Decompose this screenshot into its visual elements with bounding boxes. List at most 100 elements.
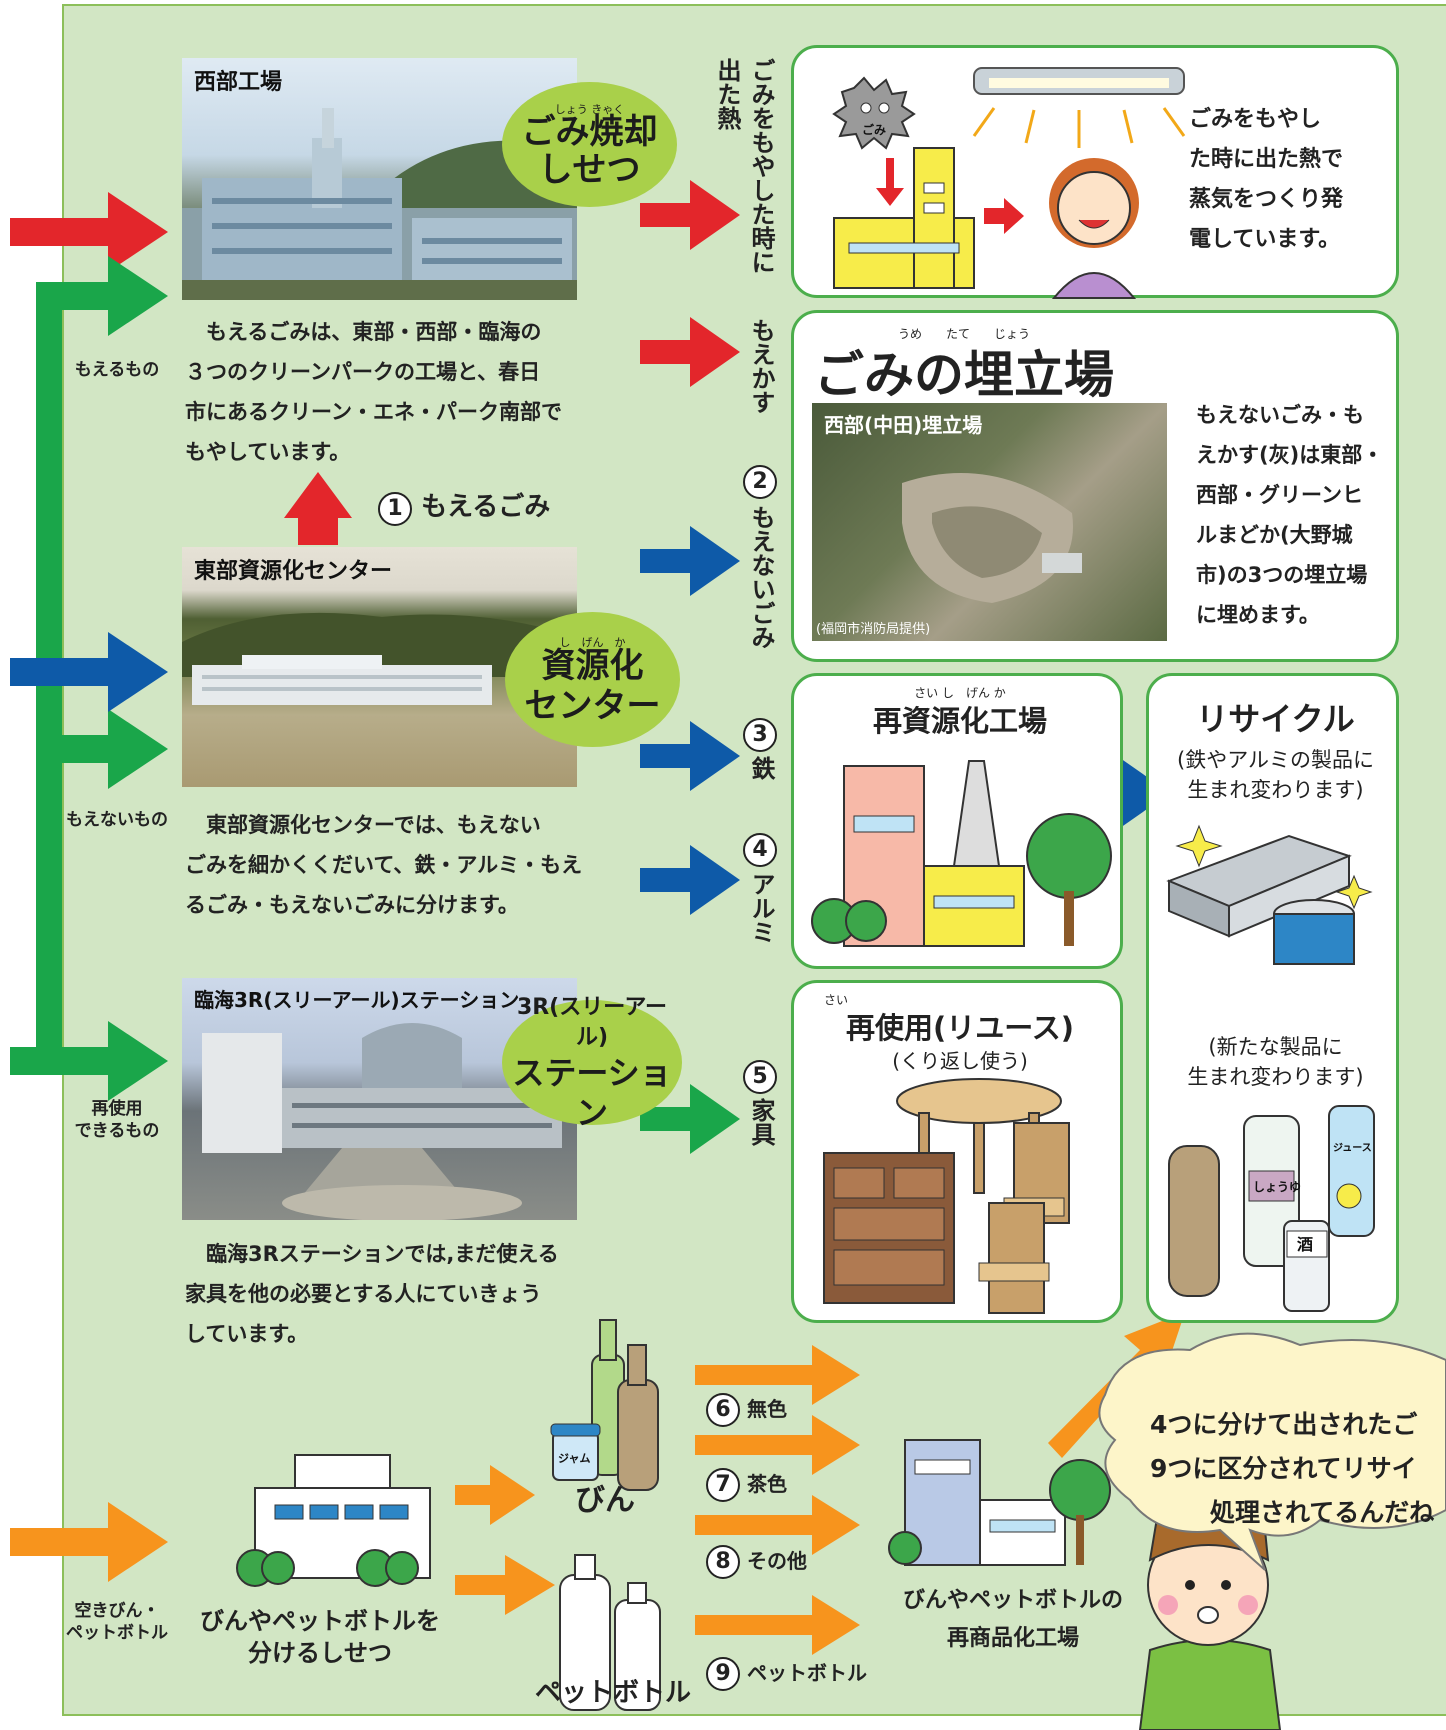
power-text-line: 蒸気をつくり発 [1189, 187, 1344, 212]
flow-1-text: もえるごみ [421, 492, 551, 522]
factory-label-line: びんやペットボトルの [902, 1588, 1123, 1613]
landfill-text-line: ルまどか(大野城 [1196, 523, 1353, 547]
rinkai-caption: 臨海3R(スリーアール)ステーション [194, 988, 520, 1012]
green-arrow-furn [640, 1084, 740, 1154]
circle-number: 5 [743, 1060, 777, 1094]
landfill-box: うめ たて じょう ごみの埋立場 西部(中田)埋立場 (福岡市消防局提供) もえ… [791, 310, 1399, 662]
oval-incinerator: しょう きゃく ごみ焼却 しせつ [502, 82, 677, 207]
sorter-label: びんやペットボトルを 分けるしせつ [185, 1605, 455, 1669]
orange-arrow-6 [695, 1345, 860, 1405]
circle-number: 1 [378, 492, 412, 526]
flow-1-label: 1 もえるごみ [378, 486, 550, 526]
gomi-label: ごみ [862, 122, 886, 137]
landfill-text-line: えかす(灰)は東部・ [1196, 443, 1384, 467]
flow-6: 6 無色 [706, 1393, 787, 1427]
num-3: 3 [743, 718, 777, 752]
red-arrow-heat [640, 180, 740, 250]
landfill-text-line: 西部・グリーンヒ [1196, 483, 1363, 507]
jam-label: ジャム [558, 1452, 590, 1465]
red-arrow-up [284, 472, 352, 545]
shoyu-label: しょうゆ [1253, 1180, 1301, 1194]
orange-arrow-8 [695, 1495, 860, 1555]
green-arrow-nonburn [36, 709, 168, 789]
seibu-text-line: 市にあるクリーン・エネ・パーク南部で [185, 400, 562, 424]
tobu-text: 東部資源化センターでは、もえない ごみを細かくくだいて、鉄・アルミ・もえ るごみ… [185, 805, 605, 925]
rinkai-text: 臨海3Rステーションでは,まだ使える 家具を他の必要とする人にていきょう してい… [185, 1234, 605, 1354]
circle-number: 2 [743, 465, 777, 499]
sake-label: 酒 [1297, 1235, 1313, 1254]
power-box: ごみ ごみをもやし た時に出た熱で 蒸気をつくり発 電しています。 [791, 45, 1399, 299]
vlabel-ash: もえかす [747, 318, 775, 414]
vlabel-iron: 鉄 [747, 756, 775, 780]
landfill-title: ごみの埋立場 [814, 346, 1114, 404]
reresource-illustration [811, 760, 1112, 947]
reuse-illustration [823, 1078, 1070, 1314]
sorter-label-line: びんやペットボトルを [200, 1607, 440, 1635]
blue-arrow-in [10, 632, 168, 712]
green-arrow-burn [36, 256, 168, 336]
power-text-line: ごみをもやし [1189, 107, 1322, 132]
factory-label-line: 再商品化工場 [946, 1626, 1079, 1651]
oval-incinerator-line2: しせつ [538, 149, 641, 190]
circle-number: 7 [706, 1468, 740, 1502]
flow-7: 7 茶色 [706, 1468, 787, 1502]
orange-arrow-a [455, 1465, 535, 1525]
circle-number: 9 [706, 1657, 740, 1691]
oval-resource-line2: センター [524, 685, 661, 726]
flow-8: 8 その他 [706, 1545, 807, 1579]
vlabel-alu: アルミ [747, 872, 775, 944]
reuse-title: 再使用(リユース) [845, 1011, 1075, 1045]
circle-number: 8 [706, 1545, 740, 1579]
reresource-title: 再資源化工場 [872, 704, 1047, 738]
reresource-box: さい し げん か 再資源化工場 [791, 673, 1123, 969]
oval-resource: し げん か 資源化 センター [505, 612, 680, 747]
seibu-text-line: もえるごみは、東部・西部・臨海の [185, 320, 542, 344]
label-bottles: 空きびん・ ペットボトル [66, 1601, 168, 1643]
landfill-credit: (福岡市消防局提供) [816, 622, 931, 637]
seibu-text-line: もやしています。 [185, 440, 351, 464]
recycle-sub2: 生まれ変わります) [1187, 778, 1364, 802]
rinkai-text-line: 臨海3Rステーションでは,まだ使える [185, 1242, 559, 1266]
blue-arrow-alu [640, 845, 740, 915]
recycle-title: リサイクル [1196, 700, 1355, 738]
reresource-ruby: さい し げん か [914, 686, 1006, 700]
oval-resource-line1: 資源化 [541, 645, 644, 686]
recycle-sub4: 生まれ変わります) [1187, 1065, 1364, 1089]
circle-number: 6 [706, 1393, 740, 1427]
rinkai-photo: 臨海3R(スリーアール)ステーション [182, 978, 577, 1220]
seibu-caption: 西部工場 [194, 70, 283, 95]
landfill-photo: 西部(中田)埋立場 (福岡市消防局提供) [812, 403, 1167, 641]
flow-8-text: その他 [746, 1549, 807, 1573]
landfill-ruby: うめ たて じょう [897, 327, 1030, 341]
recycle-illustration: しょうゆ ジュース 酒 [1166, 824, 1375, 1312]
power-text: ごみをもやし た時に出た熱で 蒸気をつくり発 電しています。 [1189, 100, 1389, 260]
reuse-ruby: さい [824, 993, 849, 1007]
reuse-sub: (くり返し使う) [892, 1049, 1028, 1073]
landfill-text-line: に埋めます。 [1196, 603, 1320, 627]
oval-incinerator-line1: ごみ焼却 [521, 111, 658, 152]
label-reusable: 再使用 できるもの [74, 1099, 160, 1141]
oval-3r-line2: ステーション [512, 1053, 672, 1132]
num-4: 4 [743, 833, 777, 867]
tobu-text-line: るごみ・もえないごみに分けます。 [185, 893, 519, 917]
landfill-text-line: もえないごみ・も [1196, 403, 1364, 427]
label-burnable: もえるもの [74, 360, 160, 380]
vlabel-furn: 家具 [747, 1098, 775, 1146]
red-arrow-ash [640, 317, 740, 387]
flow-7-text: 茶色 [746, 1472, 787, 1496]
circle-number: 3 [743, 718, 777, 752]
oval-3r: 3R(スリーアール) ステーション [502, 995, 682, 1132]
oval-3r-line1: 3R(スリーアール) [516, 994, 668, 1050]
recycle-box: リサイクル (鉄やアルミの製品に 生まれ変わります) (新たな製品に 生まれ変わ… [1146, 673, 1399, 1323]
red-arrow-in [10, 192, 168, 272]
flow-6-text: 無色 [746, 1397, 787, 1421]
power-illustration: ごみ [832, 67, 1186, 299]
circle-number: 4 [743, 833, 777, 867]
green-arrow-reuse [10, 1021, 168, 1101]
tobu-caption: 東部資源化センター [194, 559, 393, 584]
oval-resource-ruby: し げん か [559, 635, 626, 649]
tobu-text-line: ごみを細かくくだいて、鉄・アルミ・もえ [185, 853, 583, 877]
factory-label: びんやペットボトルの 再商品化工場 [868, 1582, 1158, 1658]
landfill-photo-caption: 西部(中田)埋立場 [824, 413, 983, 437]
